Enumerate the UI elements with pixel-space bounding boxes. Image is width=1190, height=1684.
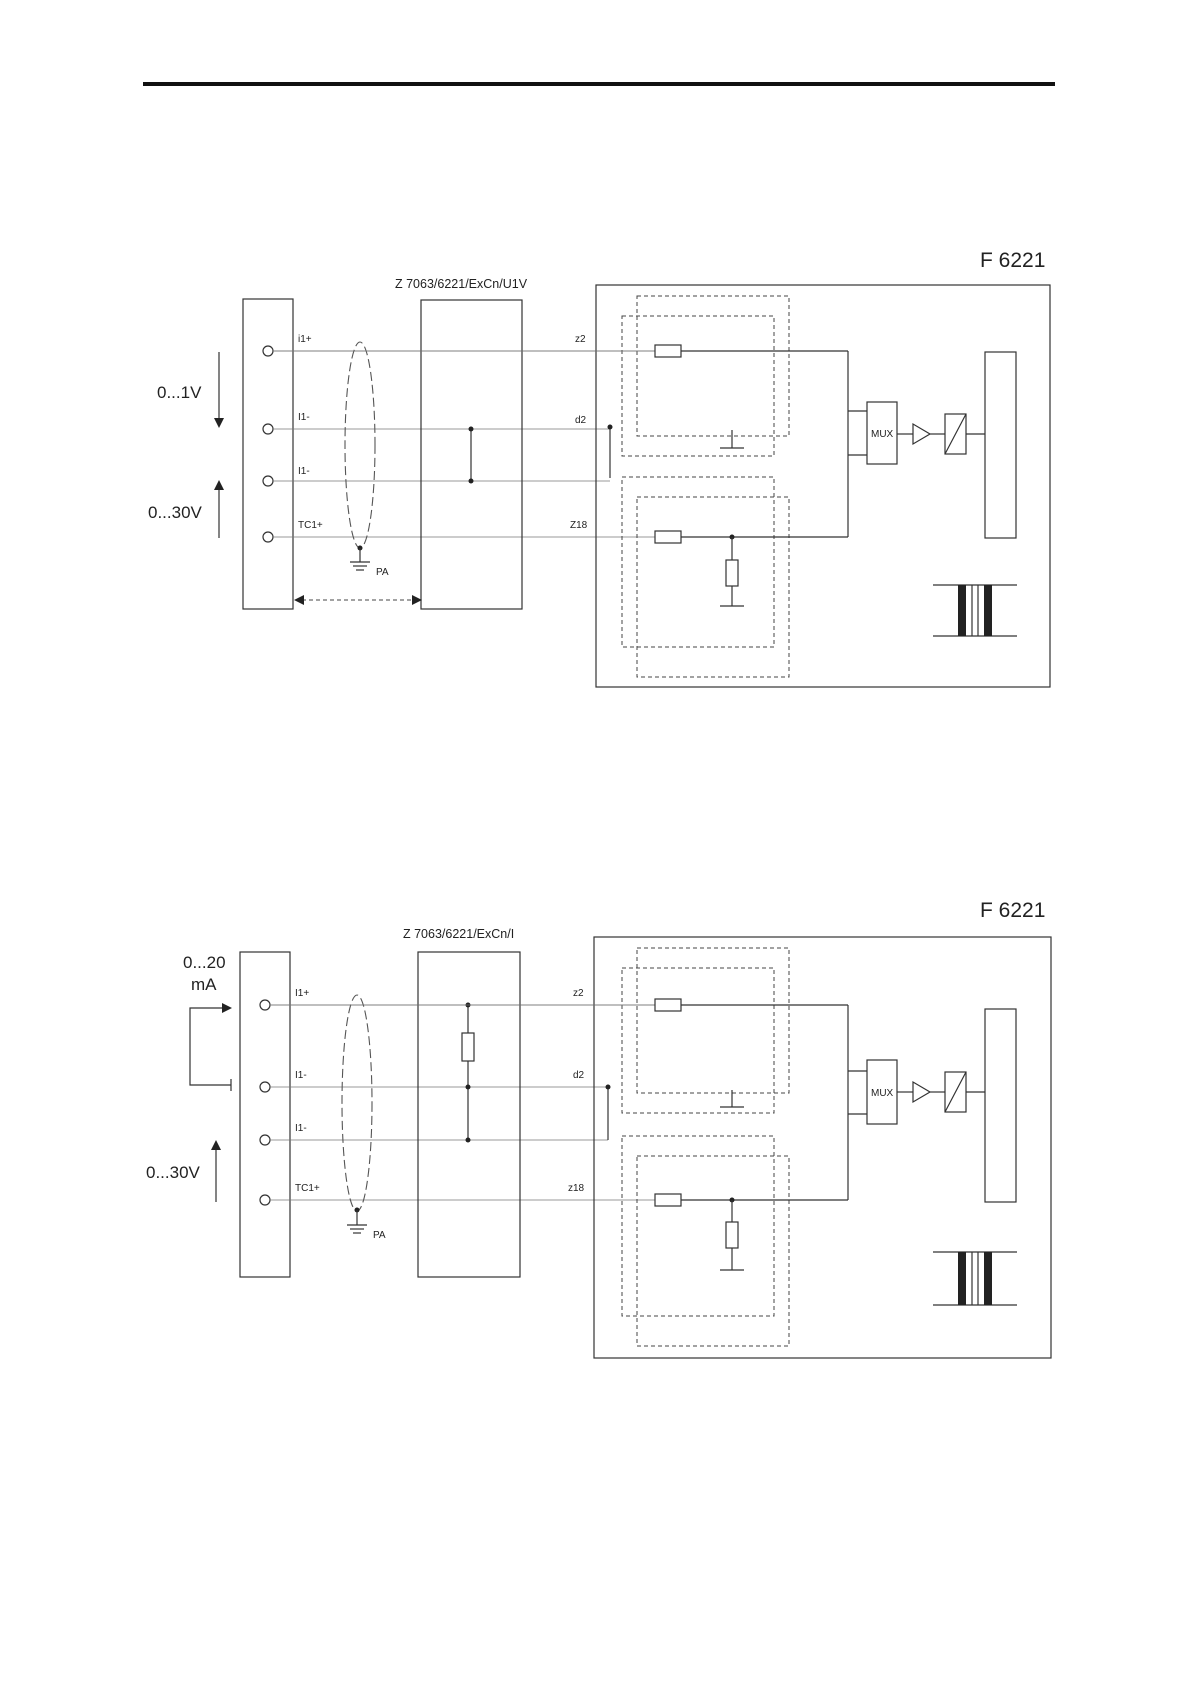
adapter-label: Z 7063/6221/ExCn/I [403,927,514,941]
resistor [655,531,681,543]
terminal-label: I1+ [295,988,309,999]
pin-label: z18 [568,1183,585,1194]
transformer-icon [933,1252,1017,1305]
terminal [263,532,273,542]
module-label: F 6221 [980,249,1045,272]
arrow-down-icon [214,418,224,428]
amplifier-icon [913,424,930,444]
resistor [462,1033,474,1061]
pin-label: z2 [573,988,584,999]
terminal [260,1195,270,1205]
cable-shield [342,995,372,1211]
arrow-right-icon [222,1003,232,1013]
adapter-label: Z 7063/6221/ExCn/U1V [395,277,528,291]
range-label: 0...1V [157,383,202,402]
terminal-label: I1- [298,466,310,477]
terminal [260,1000,270,1010]
module-box [594,937,1051,1358]
diagram-current-input: F 6221 Z 7063/6221/ExCn/I I1+ I1- I1- TC… [146,899,1051,1358]
transformer-icon [933,585,1017,636]
ground-label: PA [373,1230,386,1241]
terminal-label: I1- [298,412,310,423]
resistor [655,345,681,357]
terminal [263,346,273,356]
resistor [655,999,681,1011]
terminal-label: i1+ [298,334,312,345]
bus-block [985,1009,1016,1202]
bus-block [985,352,1016,538]
terminal-label: TC1+ [298,520,323,531]
range-label: 0...30V [146,1163,201,1182]
arrow-up-icon [214,480,224,490]
terminal [263,424,273,434]
range-label: 0...20 [183,953,226,972]
mux-label: MUX [871,429,894,440]
diagram-voltage-input: F 6221 Z 7063/6221/ExCn/U1V i1+ I1- I1- … [148,249,1050,687]
terminal-label: I1- [295,1070,307,1081]
cable-shield [345,342,375,548]
mux-label: MUX [871,1088,894,1099]
resistor [726,560,738,586]
terminal [260,1135,270,1145]
resistor [655,1194,681,1206]
resistor [726,1222,738,1248]
pin-label: d2 [575,415,587,426]
terminal-label: TC1+ [295,1183,320,1194]
range-label: mA [191,975,217,994]
arrow-up-icon [211,1140,221,1150]
terminal [263,476,273,486]
module-label: F 6221 [980,899,1045,922]
terminal-label: I1- [295,1123,307,1134]
pin-label: Z18 [570,520,588,531]
range-label: 0...30V [148,503,203,522]
adapter-box [418,952,520,1277]
amplifier-icon [913,1082,930,1102]
pin-label: d2 [573,1070,585,1081]
pin-label: z2 [575,334,586,345]
ground-label: PA [376,567,389,578]
terminal-block [240,952,290,1277]
terminal [260,1082,270,1092]
